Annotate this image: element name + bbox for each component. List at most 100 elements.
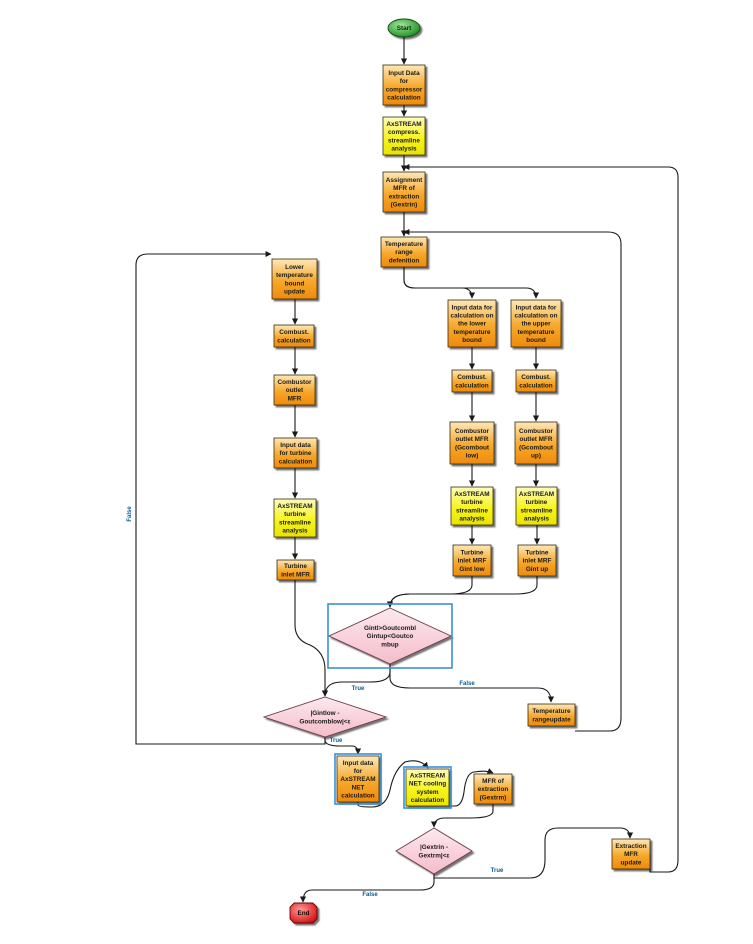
edge-update-to-temprange (403, 228, 622, 732)
outlet-upper-text-line: outlet MFR (519, 436, 552, 443)
axstream-net-text-line: calculation (411, 797, 444, 804)
input-turbine-left-text-line: for turbine (280, 450, 312, 457)
end-node: End (289, 902, 318, 924)
temp-range-update-box (527, 703, 576, 727)
edge-label-true-gintlow: True (330, 738, 343, 744)
decision-bounds-text-line: Gintup<Goutco (367, 633, 414, 640)
input-turbine-left-text-line: Input data (280, 442, 311, 449)
input-net-text-line: for (354, 768, 363, 775)
input-turbine-left-box (273, 437, 318, 469)
axstream-turb-lower-box (450, 486, 494, 526)
axstream-turb-upper-text-line: streamline (521, 507, 553, 514)
inlet-upper-box (517, 544, 557, 577)
input-net-text-line: NET (352, 784, 365, 791)
input-upper-box (510, 299, 562, 348)
inlet-lower-text-line: Gint low (459, 566, 484, 573)
input-turbine-left-text-line: calculation (279, 458, 312, 465)
end-terminal (289, 902, 318, 924)
axstream-compress-text-line: analysis (391, 146, 417, 153)
axstream-turb-upper-text-line: AxSTREAM (519, 491, 554, 498)
temp-range-def-text-line: Temperature (385, 241, 424, 248)
inlet-upper-text-line: Turbine (526, 550, 549, 557)
temp-range-update-text-line: Temperature (532, 708, 571, 715)
assignment-mfr-text-line: Assignment (386, 177, 423, 184)
edge-gextr-true-extraction (433, 827, 634, 879)
outlet-lower-box (449, 421, 495, 465)
combust-lower-text-line: Combust. (457, 374, 487, 381)
extraction-update-text-line: MFR (624, 851, 638, 858)
axstream-turb-upper-text-line: turbine (526, 499, 548, 506)
decision-gextr-text-line: Gextrm|<ε (419, 852, 450, 859)
outlet-lower-text-line: outlet MFR (455, 436, 488, 443)
outlet-lower-text-line: (Gcombout (455, 444, 490, 451)
edge-label-false-gintlow: False (127, 506, 133, 522)
extraction-update-text-line: update (621, 859, 642, 866)
lower-bound-update-text-line: bound (285, 280, 305, 287)
axstream-turb-lower-text-line: analysis (459, 516, 485, 523)
axstream-turb-lower-text-line: streamline (456, 507, 488, 514)
inlet-lower-box (452, 544, 492, 577)
input-lower-text-line: Input data for (452, 304, 493, 311)
input-lower-box (447, 299, 497, 348)
edge-gextr-false-end (299, 874, 435, 903)
input-compressor-text-line: for (400, 78, 409, 85)
input-compressor-text-line: compressor (386, 86, 423, 93)
axstream-net-box (405, 768, 450, 807)
edge-label-false-bounds: False (459, 681, 475, 687)
edge-label-true-gextr: True (491, 868, 504, 874)
axstream-compress-text-line: AxSTREAM (386, 121, 421, 128)
axstream-turb-left-text-line: streamline (279, 519, 311, 526)
lower-bound-update-text-line: Lower (285, 264, 304, 271)
extraction-update-text-line: Extraction (615, 843, 646, 850)
input-net-text-line: calculation (341, 793, 374, 800)
input-upper-text-line: the upper (521, 321, 551, 328)
mfr-extraction-box (473, 773, 513, 805)
outlet-upper-text-line: (Gcombout (519, 444, 554, 451)
axstream-net-text-line: AxSTREAM (410, 772, 445, 779)
decision-bounds-text-line: mbup (381, 641, 398, 648)
lower-bound-update-text-line: update (284, 289, 305, 296)
inlet-left-box (276, 559, 315, 581)
lower-bound-update-box (271, 258, 318, 300)
axstream-turb-left-box (273, 498, 317, 538)
outlet-upper-box (514, 421, 558, 465)
outlet-upper-text-line: up) (531, 453, 541, 460)
outlet-left-text-line: MFR (288, 395, 302, 402)
axstream-turb-left-text-line: AxSTREAM (277, 503, 312, 510)
temp-range-update-text-line: rangeupdate (532, 716, 571, 723)
outlet-left-box (273, 374, 316, 406)
edge-inlet-lower-decision (386, 576, 473, 608)
input-upper-text-line: calculation on (515, 313, 558, 320)
decision-gextr-diamond (395, 827, 473, 875)
assignment-mfr-box (382, 171, 426, 213)
axstream-turb-upper-text-line: analysis (524, 516, 550, 523)
outlet-left-text-line: outlet (286, 387, 304, 394)
edge-decision-true-gintlow (321, 664, 391, 697)
input-lower-text-line: bound (462, 337, 482, 344)
mfr-extraction-text-line: extraction (478, 786, 509, 793)
decision-gintlow-text-line: |Gintlow - (310, 710, 339, 717)
edge-decision-false-update (389, 664, 555, 703)
combust-lower-node: Combust.calculation (451, 369, 493, 393)
temp-range-def-text-line: defenition (389, 257, 420, 264)
input-upper-text-line: Input data for (516, 304, 557, 311)
decision-bounds-text-line: Gintl>Goutcombl (364, 625, 416, 632)
edge-net-axstream (357, 760, 429, 808)
edge-gintlow-true-net (324, 737, 362, 755)
